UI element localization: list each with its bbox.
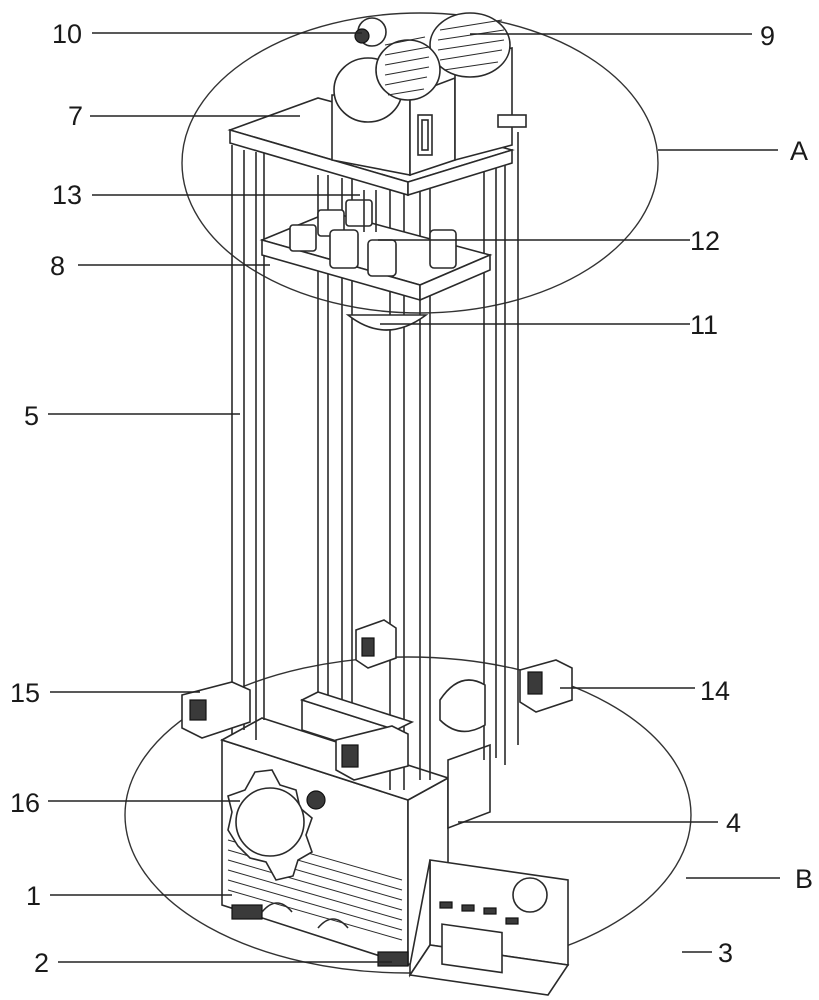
- clamp-rear: [355, 619, 397, 669]
- callout-1: 1: [26, 881, 41, 911]
- sensor-block: [497, 114, 527, 128]
- callout-b: B: [795, 864, 813, 894]
- panel-button: [461, 904, 475, 912]
- gear-16: [227, 769, 326, 881]
- panel-button: [505, 917, 519, 925]
- callout-11: 11: [690, 310, 718, 340]
- callout-a: A: [790, 136, 808, 166]
- control-knob: [512, 877, 548, 913]
- callout-4: 4: [726, 808, 741, 838]
- panel-button: [483, 907, 497, 915]
- foot: [377, 951, 409, 967]
- clamp-front: [335, 725, 409, 781]
- callout-5: 5: [24, 401, 39, 431]
- control-panel: [408, 859, 570, 996]
- side-plate: [447, 743, 491, 830]
- callout-8: 8: [50, 251, 65, 281]
- callout-16: 16: [10, 788, 40, 818]
- clamp-15: [181, 681, 251, 739]
- callout-2: 2: [34, 948, 49, 978]
- clamp-14: [519, 659, 573, 713]
- foot: [231, 904, 263, 920]
- callout-12: 12: [690, 226, 720, 256]
- panel-button: [439, 901, 453, 909]
- display-screen: [441, 923, 503, 974]
- region-b-ellipse: [124, 656, 692, 974]
- motor-10: [333, 17, 441, 123]
- callout-9: 9: [760, 21, 775, 51]
- drum-9: [429, 12, 511, 78]
- callout-3: 3: [718, 938, 733, 968]
- callout-10: 10: [52, 19, 82, 49]
- callout-15: 15: [10, 678, 40, 708]
- drop-hammer: [345, 314, 429, 331]
- callout-14: 14: [700, 676, 730, 706]
- callout-7: 7: [68, 101, 83, 131]
- gear-rear: [439, 679, 486, 733]
- callout-13: 13: [52, 180, 82, 210]
